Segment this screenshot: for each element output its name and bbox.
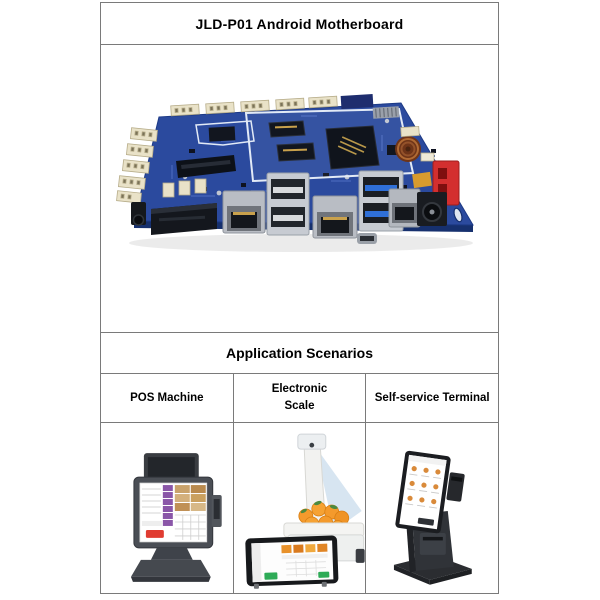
title-row: JLD-P01 Android Motherboard [101,3,498,45]
support-chip [387,145,401,155]
rj45-port-2 [312,195,358,239]
lvds-connector [340,94,374,109]
scanner-beam [315,447,362,531]
pos-pay-button [145,529,164,538]
usb2-ports [266,172,310,236]
scenario-header-row: POS Machine Electronic Scale Self-servic… [101,374,498,423]
jst-connector-trio [162,178,207,198]
header-pos-machine: POS Machine [130,391,204,404]
tablet-numpad [285,560,326,577]
rj45-port-3 [388,188,421,228]
tablet-ok-button [317,571,330,578]
pos-machine-image-cell [101,423,233,593]
board-shadow [129,234,473,252]
customer-display-screen [147,457,195,480]
cpu-chip [325,125,380,170]
scanner-head [297,433,326,450]
audio-jack [131,202,146,226]
scale-tablet [245,535,339,587]
kiosk-checkout-button [418,517,435,526]
pos-stand-base [130,559,211,582]
kiosk-menu-items [405,466,442,509]
product-table: JLD-P01 Android Motherboard [100,2,499,594]
scale-side-knob [355,548,365,563]
coil-inductor [395,136,421,162]
pos-list [141,488,161,514]
jst-connector-right [420,152,435,162]
kiosk-screen [395,450,451,534]
pos-card-reader [211,495,222,527]
self-service-terminal-image-cell [365,423,498,593]
header-electronic-scale: Electronic Scale [232,374,366,422]
motherboard-photo-cell [101,45,498,333]
tablet-confirm-button [264,572,278,580]
ram-chips [268,120,316,162]
pos-stand-neck [150,547,193,560]
fin-connector [372,106,400,119]
mini-pcie-slot [176,155,236,178]
top-pin-headers [170,95,338,117]
left-pin-headers [116,127,158,204]
self-service-terminal-image [394,450,473,585]
orange-component [412,171,432,189]
dc-power-jack [417,192,447,226]
pos-food-grid [174,485,206,511]
sd-card-slot [151,203,217,235]
page-title: JLD-P01 Android Motherboard [195,15,404,32]
pos-monitor [133,476,214,549]
section-header-row: Application Scenarios [101,333,498,374]
tablet-feet [253,581,327,589]
micro-usb-port [357,233,377,244]
rj45-port-1 [222,190,266,234]
kiosk-printer [420,532,447,555]
pos-category-buttons [162,485,173,526]
scenario-image-row [101,423,498,593]
orange-leaves [300,500,338,514]
wifi-module [195,120,255,146]
kiosk-card-reader [446,472,465,502]
tablet-food-thumbs [281,543,328,554]
mounting-hole [453,207,463,223]
section-title: Application Scenarios [225,345,374,361]
pos-machine-image [130,453,222,582]
motherboard-image [116,94,474,252]
header-self-service-terminal: Self-service Terminal [365,374,498,422]
pos-subtotal [141,520,162,526]
pos-numpad [174,514,206,540]
right-header [400,125,420,138]
electronic-scale-image-cell [232,423,366,593]
electronic-scale-image [245,433,365,589]
